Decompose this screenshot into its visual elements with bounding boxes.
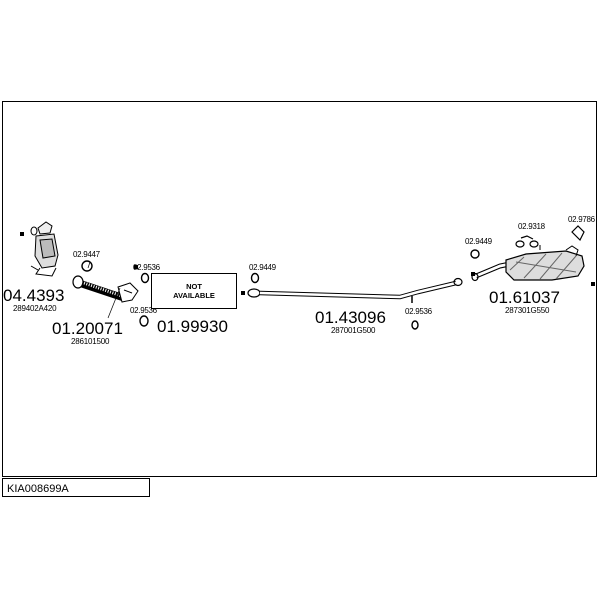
gasket-icon — [81, 249, 480, 330]
not-available-line1: NOT — [186, 282, 202, 291]
part-number: 01.61037 — [489, 288, 560, 307]
catalytic-converter-icon — [30, 221, 59, 277]
diagram-code-box: KIA008699A — [2, 478, 150, 497]
leader-lines — [87, 261, 121, 319]
fitting-label: 02.9449 — [249, 263, 276, 272]
part-number: 01.99930 — [157, 317, 228, 336]
marker-square — [591, 282, 595, 286]
oem-reference: 287001G500 — [331, 326, 376, 335]
diagram-frame — [2, 101, 597, 477]
fitting-label: 02.9536 — [405, 307, 432, 316]
diagram-code: KIA008699A — [7, 483, 69, 495]
hanger-clamp-icon — [515, 225, 585, 248]
oem-reference: 289402A420 — [13, 304, 57, 313]
fitting-label: 02.9536 — [130, 306, 157, 315]
rear-silencer-icon — [471, 245, 585, 282]
marker-square — [241, 291, 245, 295]
front-pipe-icon — [72, 275, 139, 303]
not-available-line2: AVAILABLE — [173, 291, 215, 300]
part-number: 04.4393 — [3, 286, 65, 305]
fitting-label: 02.9318 — [518, 222, 545, 231]
fitting-label: 02.9536 — [133, 263, 160, 272]
not-available-box: NOT AVAILABLE — [151, 273, 237, 309]
oem-reference: 286101500 — [71, 337, 110, 346]
fitting-label: 02.9449 — [465, 237, 492, 246]
middle-pipe-icon — [247, 277, 463, 303]
part-number: 01.20071 — [52, 319, 123, 338]
marker-square — [20, 232, 24, 236]
fitting-label: 02.9447 — [73, 250, 100, 259]
marker-square — [134, 265, 138, 269]
fitting-label: 02.9786 — [568, 215, 595, 224]
part-number: 01.43096 — [315, 308, 386, 327]
oem-reference: 287301G550 — [505, 306, 550, 315]
